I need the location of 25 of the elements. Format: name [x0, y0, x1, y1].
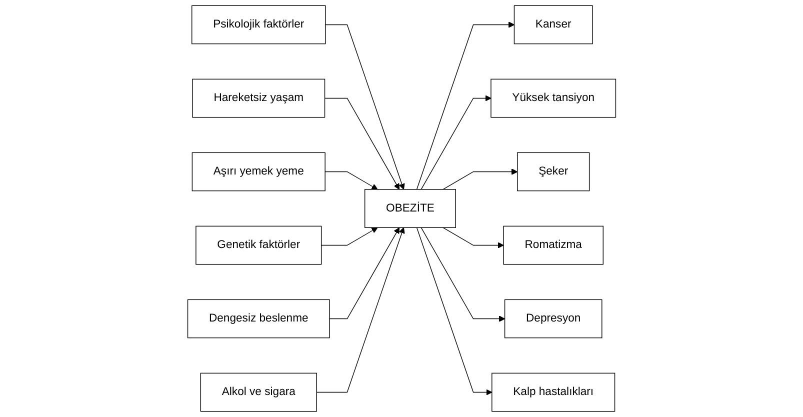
arrow — [324, 98, 400, 190]
node-box: Dengesiz beslenme — [187, 299, 330, 338]
arrow — [416, 227, 492, 396]
node-box: Hareketsiz yaşam — [192, 78, 325, 118]
node-box: Romatizma — [502, 226, 604, 265]
arrow — [324, 24, 405, 190]
node-box: Aşırı yemek yeme — [192, 152, 326, 192]
node-box: Yüksek tansiyon — [490, 78, 616, 118]
node-box: OBEZİTE — [364, 189, 456, 228]
arrow — [324, 171, 378, 190]
arrow — [442, 168, 518, 190]
arrow — [328, 227, 400, 320]
arrow — [442, 227, 504, 248]
node-box: Depresyon — [504, 299, 602, 338]
arrow — [416, 22, 514, 190]
arrow — [320, 227, 378, 246]
node-box: Psikolojik faktörler — [191, 5, 326, 44]
node-box: Şeker — [516, 152, 590, 192]
node-box: Kanser — [514, 5, 593, 44]
node-box: Kalp hastalıkları — [491, 372, 615, 412]
node-box: Genetik faktörler — [195, 226, 322, 265]
node-box: Alkol ve sigara — [200, 372, 317, 412]
arrow — [420, 95, 491, 190]
arrow — [316, 227, 405, 393]
arrow — [420, 227, 505, 322]
